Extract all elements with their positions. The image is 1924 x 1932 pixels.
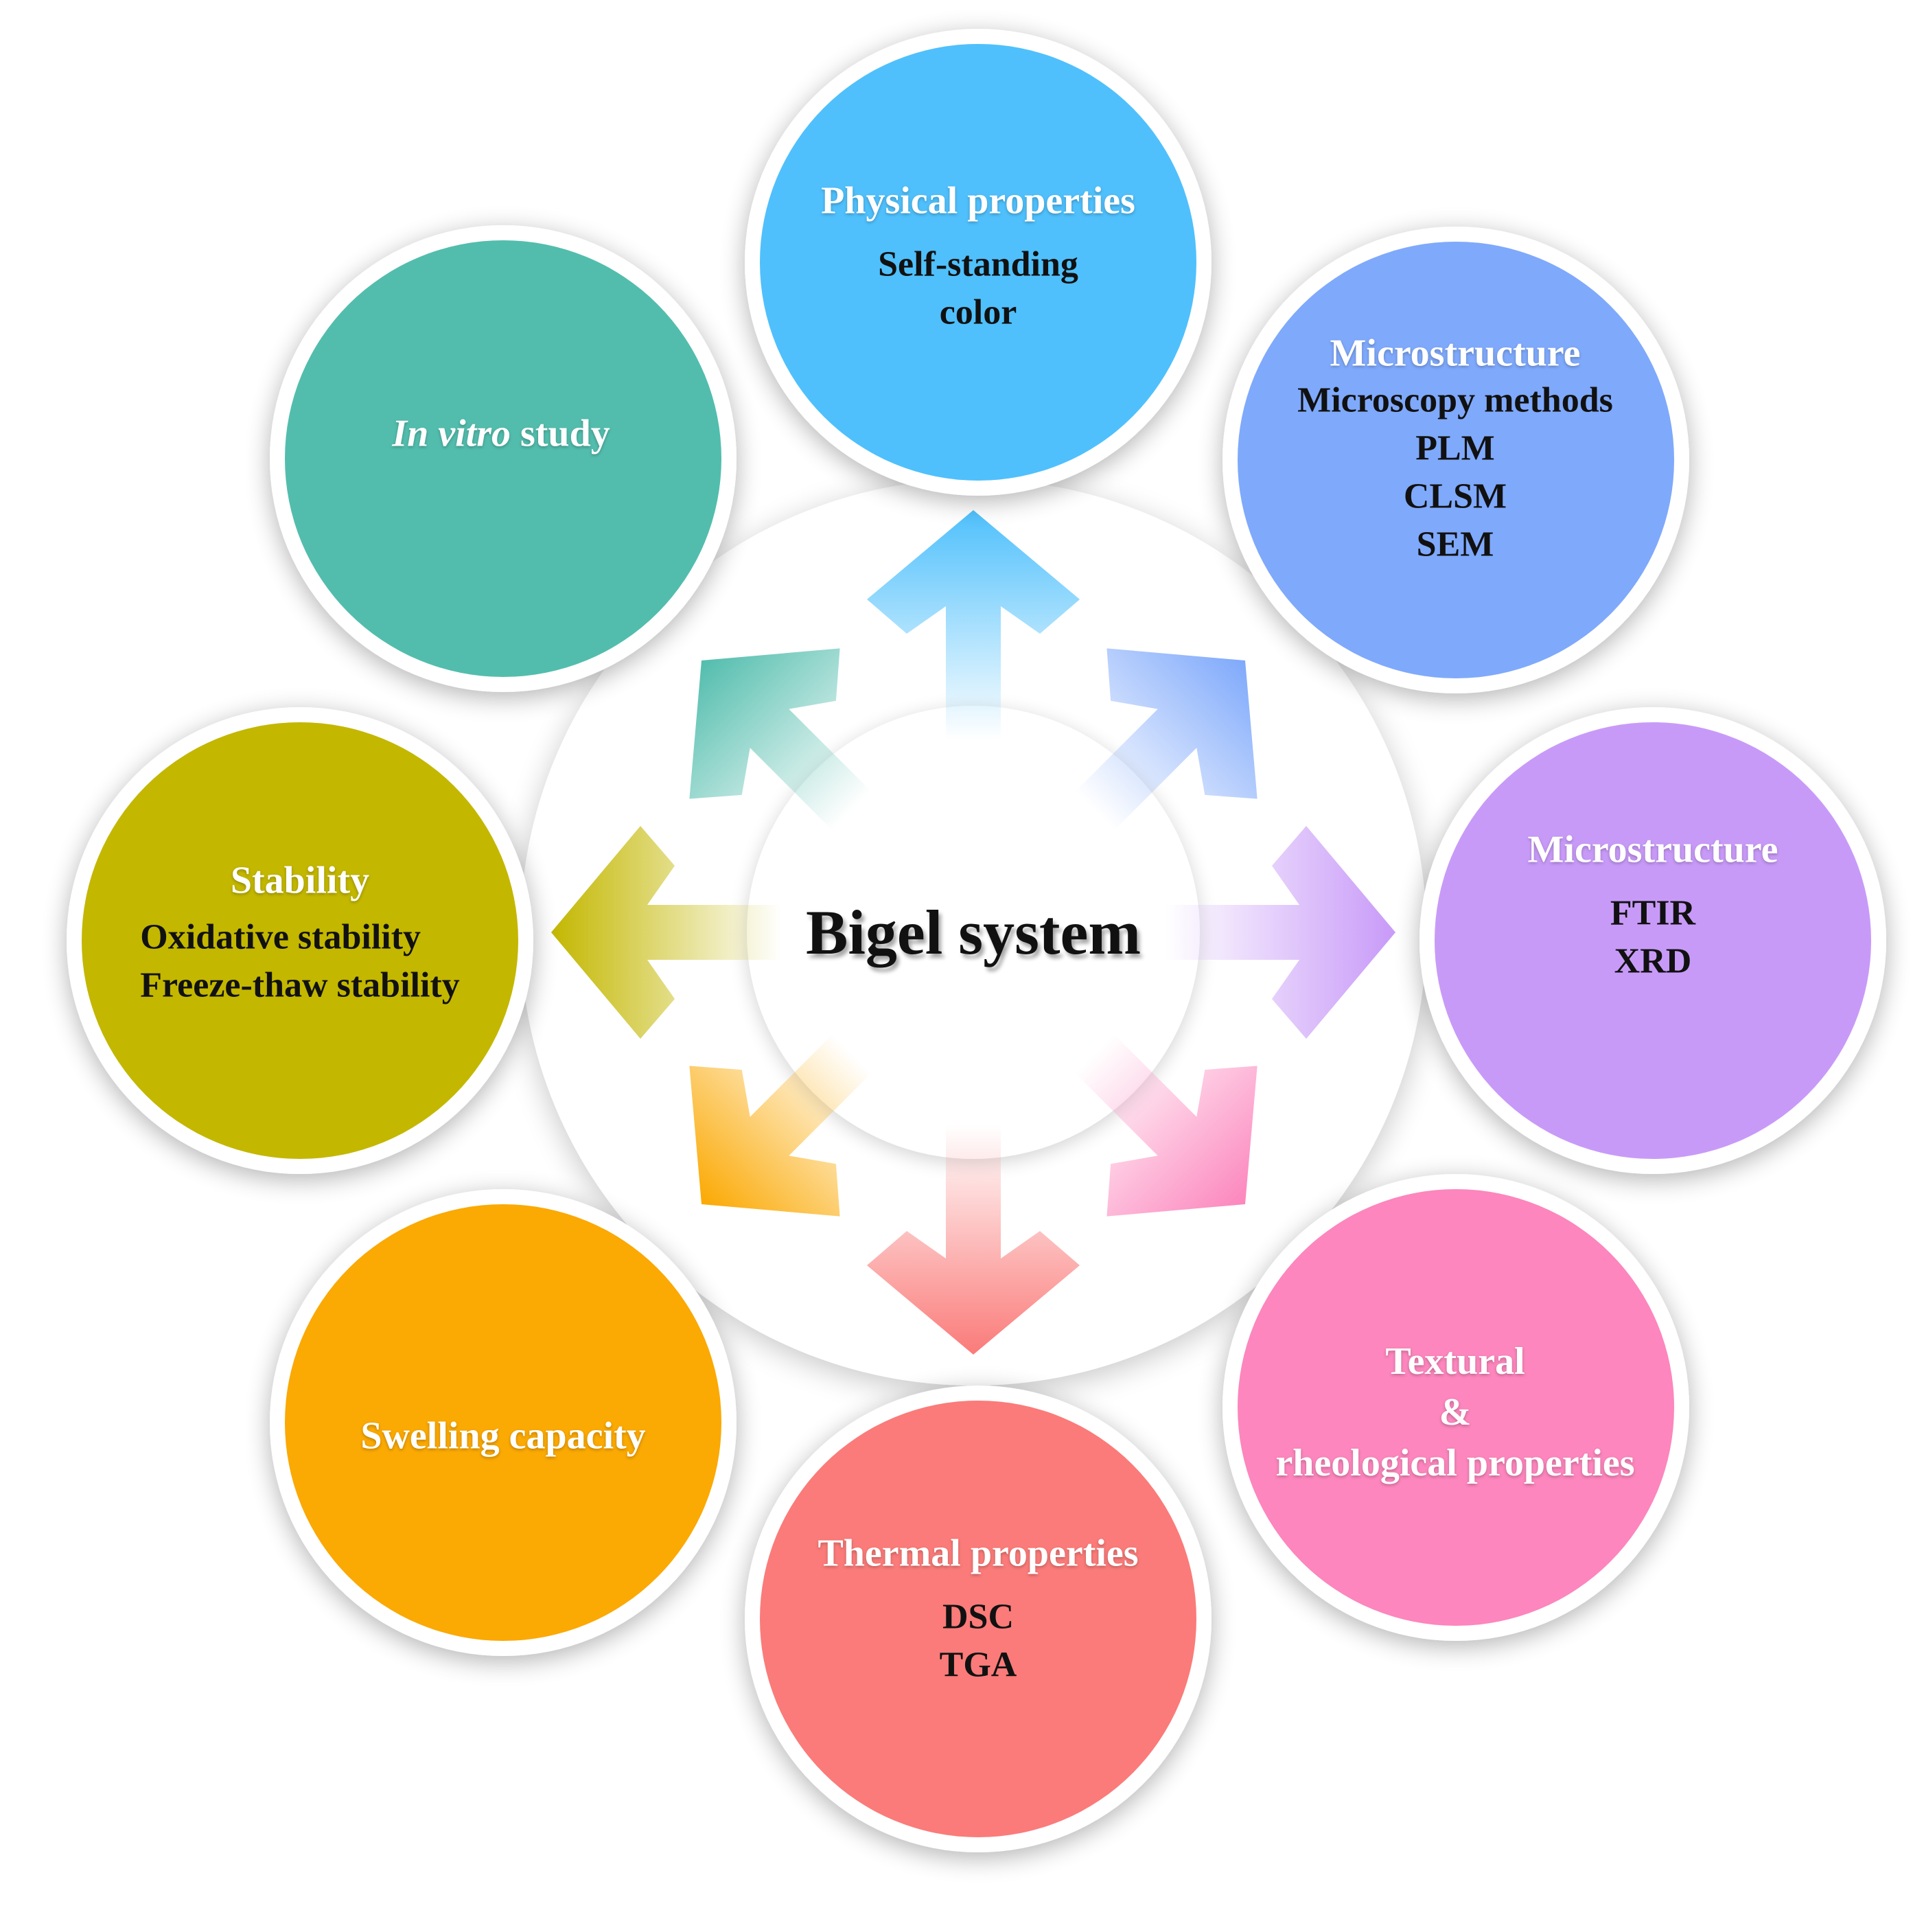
node-bubble-microscopy	[1222, 227, 1689, 693]
node-line: XRD	[1614, 941, 1692, 981]
node-swelling-capacity: Swelling capacity	[360, 1413, 645, 1459]
node-stability: Stability Oxidative stability Freeze-tha…	[140, 858, 459, 1009]
node-line: CLSM	[1403, 476, 1507, 516]
node-line: Self-standing	[878, 244, 1078, 284]
node-disk	[760, 1401, 1196, 1837]
node-line: FTIR	[1610, 893, 1696, 933]
node-bubble-spectroscopy	[1419, 707, 1886, 1174]
node-bubble-textural	[1222, 1174, 1689, 1641]
node-title: In vitro study	[392, 411, 610, 457]
node-title: Physical properties	[821, 179, 1135, 222]
node-microstructure-microscopy: Microstructure Microscopy methods PLM CL…	[1297, 330, 1613, 568]
arrow-stability	[551, 826, 781, 1039]
node-title: Microstructure	[1330, 332, 1581, 375]
arrow-spectroscopy	[1166, 826, 1395, 1039]
node-group	[67, 29, 1886, 1852]
node-disk	[1238, 242, 1674, 678]
node-physical-properties: Physical properties Self-standing color	[821, 178, 1135, 336]
node-title: Stability	[230, 859, 370, 902]
arrow-thermal	[867, 1125, 1080, 1355]
arrow-microscopy	[1075, 648, 1257, 831]
arrow-swelling	[689, 1034, 872, 1217]
node-disk	[285, 1204, 721, 1641]
node-line: Oxidative stability	[140, 917, 421, 957]
arrow-physical	[867, 510, 1080, 740]
node-bubble-invitro	[270, 225, 737, 692]
node-title-rest: study	[510, 412, 610, 455]
node-line: SEM	[1416, 525, 1494, 564]
node-line: Microscopy methods	[1297, 380, 1613, 420]
node-disk	[760, 44, 1196, 481]
node-line: color	[939, 292, 1017, 332]
node-disk	[285, 240, 721, 677]
arrow-group	[551, 510, 1395, 1355]
node-line: PLM	[1415, 428, 1495, 468]
node-bubble-swelling	[270, 1189, 737, 1656]
node-bubble-thermal	[745, 1385, 1212, 1852]
node-disk	[1435, 722, 1871, 1159]
node-title: &	[1439, 1391, 1472, 1434]
center-label: Bigel system	[805, 897, 1141, 967]
node-line: Freeze-thaw stability	[140, 965, 460, 1005]
node-textural-rheological: Textural & rheological properties	[1275, 1336, 1634, 1488]
node-disk	[82, 722, 518, 1159]
arrow-invitro	[689, 648, 872, 831]
node-line: DSC	[942, 1597, 1015, 1637]
node-in-vitro-study: In vitro study	[392, 411, 610, 457]
node-bubble-stability	[67, 707, 533, 1174]
node-title: Textural	[1385, 1340, 1525, 1383]
node-thermal-properties: Thermal properties DSC TGA	[818, 1530, 1138, 1689]
center-hub	[747, 706, 1200, 1159]
node-microstructure-spectroscopy: Microstructure FTIR XRD	[1528, 827, 1778, 985]
arrow-textural	[1075, 1034, 1257, 1217]
node-title: Thermal properties	[818, 1532, 1139, 1575]
node-line: TGA	[939, 1645, 1017, 1685]
node-title: Swelling capacity	[360, 1414, 646, 1458]
node-title: rheological properties	[1275, 1442, 1635, 1484]
node-title: Microstructure	[1527, 828, 1778, 871]
node-disk	[1238, 1189, 1674, 1626]
node-title-italic: In vitro	[392, 412, 511, 455]
node-bubble-physical	[745, 29, 1212, 496]
